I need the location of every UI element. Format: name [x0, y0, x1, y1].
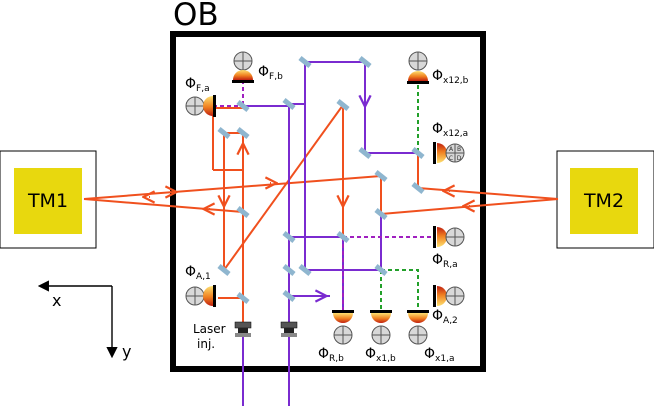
- test-mass-tm1: TM1: [0, 150, 97, 249]
- svg-text:ΦA,1: ΦA,1: [185, 264, 211, 282]
- beam-splitters: [217, 56, 425, 304]
- tm1-label: TM1: [27, 190, 68, 212]
- photodiode-a-2: [433, 285, 465, 307]
- orange-beam-paths: [83, 104, 559, 330]
- ob-label: OB: [173, 0, 219, 33]
- laser-label-line1: Laser: [193, 322, 226, 336]
- svg-text:ΦR,a: ΦR,a: [432, 252, 458, 270]
- svg-text:A: A: [449, 146, 454, 153]
- y-axis-label: y: [122, 342, 131, 361]
- svg-text:ΦR,b: ΦR,b: [318, 346, 344, 364]
- laser-injector-2: [280, 321, 298, 337]
- photodiode-f-b: [232, 51, 254, 83]
- photodiode-x1-a: [407, 310, 429, 345]
- svg-text:ΦF,b: ΦF,b: [258, 64, 283, 82]
- green-dashed-paths: [380, 85, 419, 310]
- purple-dashed-paths: [213, 80, 433, 310]
- photodiode-r-b: [332, 310, 354, 345]
- photodiode-x12-a: [433, 142, 465, 164]
- test-mass-tm2: TM2: [556, 150, 654, 249]
- x-axis-label: x: [52, 291, 61, 310]
- svg-text:Φx12,a: Φx12,a: [432, 121, 468, 139]
- svg-text:C: C: [449, 155, 453, 162]
- svg-text:D: D: [457, 155, 462, 162]
- photodiode-labels: ΦF,a ΦF,b Φx12,b Φx12,a ΦR,a ΦA,1 ΦA,2 Φ…: [185, 64, 469, 364]
- svg-text:ΦA,2: ΦA,2: [432, 308, 458, 326]
- photodiode-f-a: [185, 95, 216, 117]
- photodiode-r-a: [433, 226, 465, 248]
- svg-text:B: B: [457, 146, 461, 153]
- svg-text:Φx1,b: Φx1,b: [365, 346, 396, 364]
- quadrant-letters: A B C D: [449, 146, 462, 162]
- coordinate-axes: x y: [37, 280, 131, 361]
- photodiode-x12-b: [407, 51, 429, 84]
- optical-bench-frame: [170, 31, 486, 372]
- laser-injector-1: [234, 321, 252, 337]
- svg-text:Φx12,b: Φx12,b: [432, 68, 469, 86]
- svg-text:Φx1,a: Φx1,a: [424, 346, 454, 364]
- tm2-label: TM2: [583, 190, 624, 212]
- svg-text:ΦF,a: ΦF,a: [185, 76, 210, 94]
- laser-label-line2: inj.: [197, 337, 215, 351]
- photodiode-a-1: [185, 285, 216, 307]
- photodiode-x1-b: [370, 310, 392, 345]
- purple-beam-paths: [242, 61, 418, 406]
